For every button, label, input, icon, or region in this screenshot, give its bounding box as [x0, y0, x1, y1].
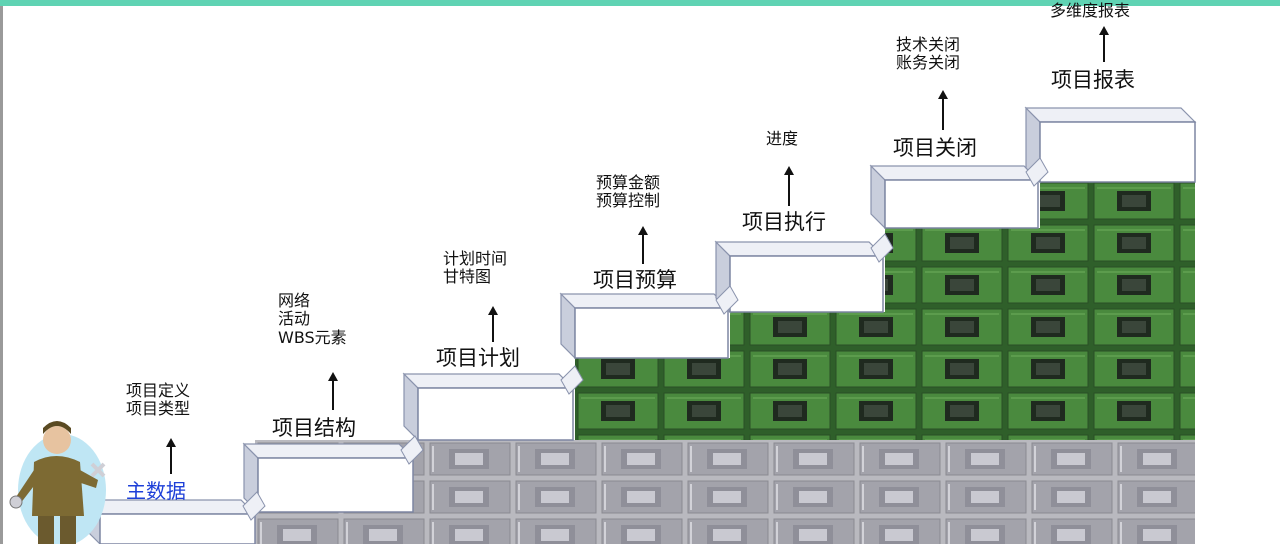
step-title-5: 项目执行 — [742, 210, 826, 234]
step-box-top — [714, 241, 885, 257]
up-arrow-icon — [1099, 26, 1109, 35]
step-box-top — [402, 373, 575, 389]
up-arrow-icon — [938, 90, 948, 99]
step-box-5 — [714, 240, 885, 314]
step-note: 技术关闭 — [896, 35, 961, 54]
gray-chip-wall — [255, 420, 1195, 544]
step-connector — [400, 435, 424, 465]
step-connector — [715, 285, 739, 315]
step-box-top — [869, 165, 1040, 181]
top-accent-band — [0, 0, 1280, 6]
step-box-top — [559, 293, 730, 309]
step-title-2: 项目结构 — [272, 416, 356, 440]
step-box-front — [884, 179, 1039, 229]
step-notes-6: 技术关闭账务关闭 — [896, 35, 961, 73]
step-connector — [1025, 157, 1049, 187]
step-note: 多维度报表 — [1050, 1, 1131, 20]
step-notes-4: 预算金额预算控制 — [596, 173, 661, 211]
step-box-top — [242, 443, 415, 459]
step-note: 计划时间 — [443, 249, 508, 268]
step-note: 项目类型 — [126, 399, 191, 419]
step-note: 进度 — [766, 129, 799, 148]
step-title-4: 项目预算 — [593, 268, 677, 292]
step-box-front — [257, 457, 414, 513]
left-border — [0, 6, 3, 544]
step-connector — [560, 365, 584, 395]
step-box-front — [99, 513, 256, 544]
up-arrow-icon — [488, 306, 498, 315]
step-notes-3: 计划时间甘特图 — [443, 249, 508, 287]
step-box-front — [417, 387, 574, 441]
step-box-7 — [1024, 106, 1197, 184]
step-note: 活动 — [278, 309, 311, 329]
step-note: 预算控制 — [596, 191, 661, 211]
step-note: 网络 — [278, 291, 311, 310]
step-note: 账务关闭 — [896, 53, 961, 73]
step-note: WBS元素 — [278, 327, 347, 347]
step-box-front — [1039, 121, 1196, 183]
step-title-1: 主数据 — [126, 479, 186, 503]
step-connector — [870, 233, 894, 263]
step-box-3 — [402, 372, 575, 442]
up-arrow-icon — [328, 372, 338, 381]
step-box-front — [574, 307, 729, 359]
step-notes-5: 进度 — [766, 129, 799, 148]
step-box-6 — [869, 164, 1040, 230]
step-box-4 — [559, 292, 730, 360]
up-arrow-icon — [638, 226, 648, 235]
step-title-7: 项目报表 — [1051, 68, 1135, 92]
up-arrow-icon — [166, 438, 176, 447]
step-title-6: 项目关闭 — [893, 136, 977, 160]
step-box-2 — [242, 442, 415, 514]
step-note: 甘特图 — [443, 267, 492, 287]
step-box-top — [1024, 107, 1197, 123]
up-arrow-icon — [784, 166, 794, 175]
step-notes-7: 多维度报表 — [1050, 1, 1131, 20]
green-chip-wall — [575, 182, 1195, 440]
worker-with-wrench-icon — [9, 421, 106, 544]
step-title-3: 项目计划 — [436, 346, 520, 370]
step-note: 项目定义 — [126, 381, 191, 400]
step-note: 预算金额 — [596, 173, 661, 192]
step-connector — [242, 491, 266, 521]
step-box-1 — [84, 498, 257, 544]
step-box-front — [729, 255, 884, 313]
step-notes-1: 项目定义项目类型 — [126, 381, 191, 419]
